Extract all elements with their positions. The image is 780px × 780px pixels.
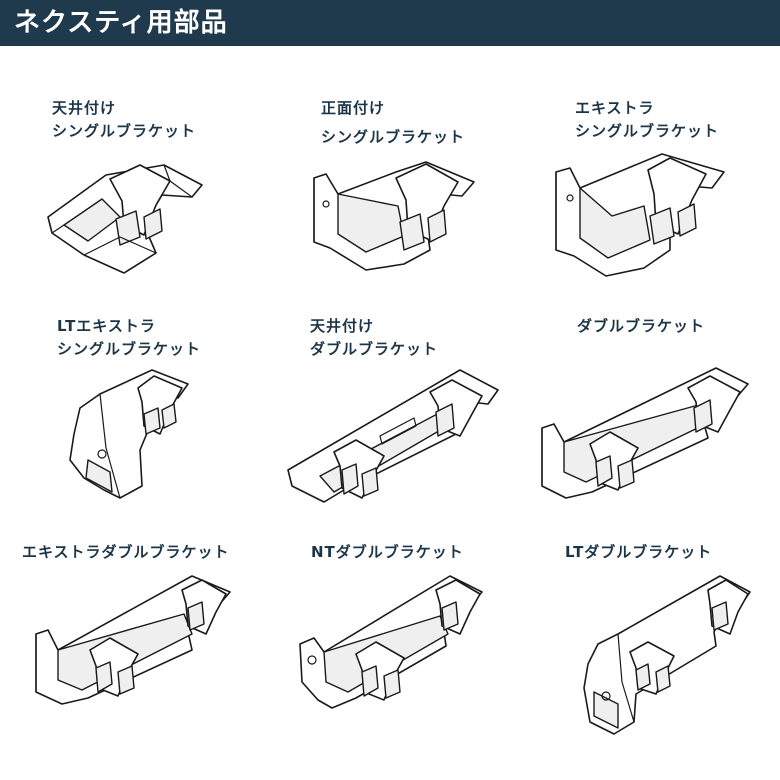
extra-single-bracket-image[interactable] [552, 152, 727, 280]
extra-double-bracket-image[interactable] [32, 572, 232, 706]
double-bracket-image[interactable] [538, 366, 750, 500]
product-label-extra-single: エキストラ シングルブラケット [575, 99, 720, 140]
product-label-front-single: 正面付け シングルブラケット [321, 99, 466, 146]
front-single-bracket-image[interactable] [308, 160, 478, 272]
nt-double-bracket-image[interactable] [296, 572, 486, 710]
ceiling-double-bracket-image[interactable] [284, 366, 502, 506]
page-header: ネクスティ用部品 [0, 0, 780, 46]
product-label-lt-extra-single: LTエキストラ シングルブラケット [57, 317, 202, 358]
lt-extra-single-bracket-image[interactable] [66, 368, 194, 500]
ceiling-single-bracket-image[interactable] [44, 155, 204, 275]
page-title: ネクスティ用部品 [14, 8, 228, 38]
product-label-ceiling-double: 天井付け ダブルブラケット [310, 317, 439, 358]
lt-double-bracket-image[interactable] [580, 572, 752, 736]
product-label-nt-double: NTダブルブラケット [311, 543, 464, 561]
product-label-extra-double: エキストラダブルブラケット [22, 543, 230, 561]
product-label-double: ダブルブラケット [577, 317, 706, 335]
product-label-ceiling-single: 天井付け シングルブラケット [52, 99, 197, 140]
product-label-lt-double: LTダブルブラケット [565, 543, 713, 561]
